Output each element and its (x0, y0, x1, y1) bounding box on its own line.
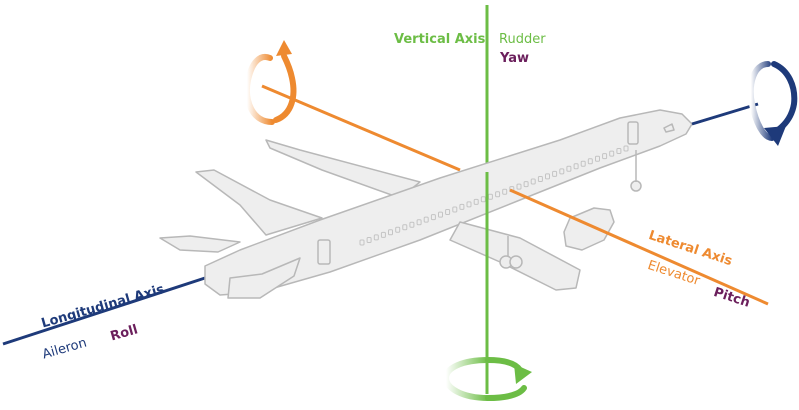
cabin-window (623, 145, 629, 152)
cabin-window (502, 188, 508, 195)
cabin-window (480, 196, 486, 203)
cabin-window (523, 181, 529, 188)
cabin-window (573, 163, 579, 170)
cabin-window (373, 234, 379, 241)
lateral-axis-line-front (509, 188, 769, 306)
cabin-window (445, 209, 451, 215)
yaw-label: Yaw (500, 51, 530, 66)
cabin-window (459, 203, 465, 210)
front-door (627, 121, 639, 145)
cabin-window (495, 191, 501, 198)
cabin-window (530, 178, 536, 185)
cabin-window (366, 237, 372, 243)
cabin-window (438, 211, 443, 218)
cabin-window (473, 198, 479, 205)
cabin-window (380, 231, 386, 238)
cabin-window (609, 150, 615, 157)
engine (563, 207, 615, 251)
cabin-window (395, 226, 401, 233)
cabin-window (616, 148, 622, 154)
yaw-arrowhead (514, 364, 532, 384)
cabin-window (423, 216, 429, 223)
airplane (159, 109, 693, 299)
cabin-window (359, 239, 365, 246)
rudder-label: Rudder (499, 32, 546, 47)
roll-arrowhead (764, 126, 786, 146)
rear-door (317, 239, 331, 265)
yaw-rotation-arrow (442, 357, 532, 401)
tail-fin (195, 169, 323, 236)
cabin-window (602, 153, 608, 160)
cockpit-window (663, 123, 675, 133)
cabin-window (552, 170, 558, 177)
longitudinal-axis-line-tail (2, 276, 206, 346)
near-stabilizer (227, 257, 301, 299)
cabin-window (388, 229, 393, 236)
cabin-window (409, 221, 415, 228)
longitudinal-axis-line-nose (691, 102, 759, 126)
main-gear-right (509, 255, 523, 269)
cabin-window (580, 160, 586, 167)
cabin-window (416, 219, 422, 226)
pitch-arrowhead (276, 40, 292, 56)
cabin-window (537, 176, 543, 182)
pitch-rotation-arrow (244, 40, 297, 125)
cabin-window (587, 158, 593, 165)
cabin-window (559, 168, 565, 175)
cabin-window (566, 165, 572, 172)
rear-stabilizer (159, 235, 241, 253)
roll-rotation-arrow (747, 61, 798, 146)
cabin-window (452, 206, 458, 213)
nose-gear (630, 180, 642, 192)
cabin-window (402, 224, 408, 231)
cabin-window (430, 214, 436, 221)
cabin-window (516, 183, 522, 190)
far-wing (265, 139, 421, 199)
vertical-axis-label: Vertical Axis (394, 32, 486, 47)
cabin-window (595, 155, 600, 162)
cabin-window (545, 173, 550, 180)
cabin-window (466, 201, 472, 208)
